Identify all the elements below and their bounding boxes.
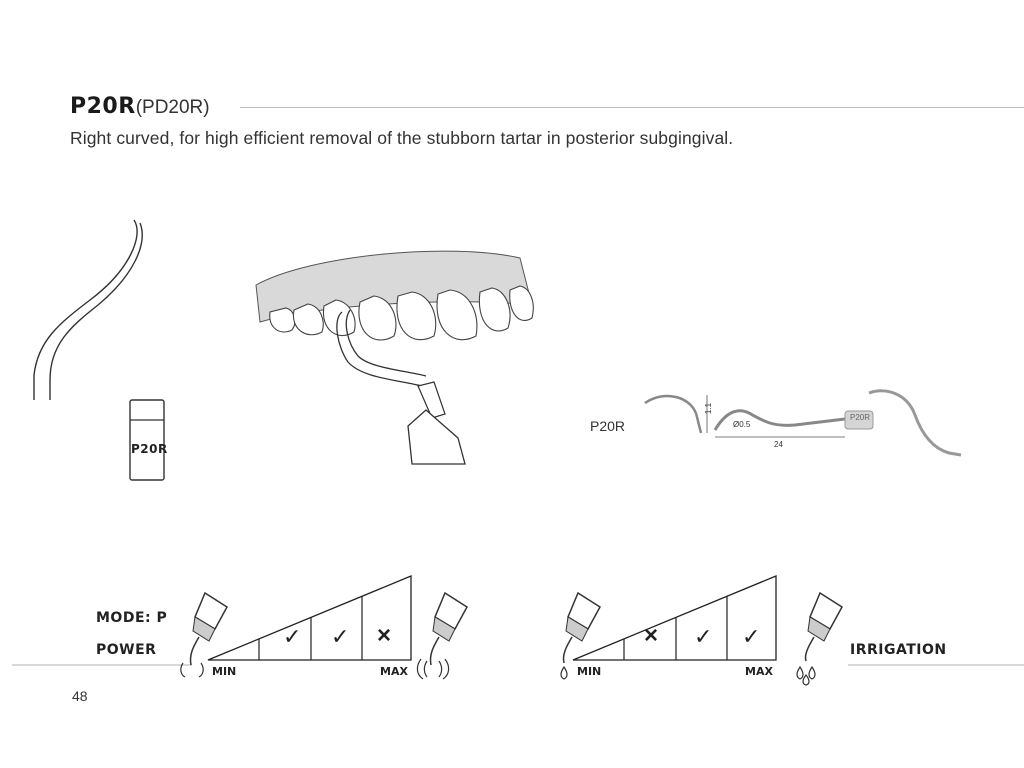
scaler-tip-illustration	[33, 219, 165, 481]
irrigation-max-label: MAX	[745, 665, 773, 678]
product-model: P20R	[70, 94, 136, 119]
dimension-drawing	[644, 389, 962, 457]
irrigation-level-3: ✓	[694, 624, 713, 649]
teeth-illustration	[255, 250, 534, 465]
power-level-2: ✓	[283, 624, 302, 649]
power-min-label: MIN	[212, 665, 237, 678]
power-label: POWER	[96, 642, 157, 658]
dimension-diameter: Ø0.5	[733, 420, 751, 429]
bottom-rule-left	[12, 664, 192, 666]
dimension-length: 24	[774, 440, 783, 449]
power-level-3: ✓	[331, 624, 350, 649]
dimension-height: 1.1	[704, 402, 714, 415]
tip-engraving: P20R	[131, 442, 168, 456]
irrigation-label: IRRIGATION	[850, 642, 947, 658]
product-description: Right curved, for high efficient removal…	[70, 128, 734, 148]
product-variant: (PD20R)	[135, 97, 210, 118]
handpiece-icon-high-power	[416, 591, 468, 680]
bottom-rule-right	[848, 664, 1024, 666]
dimension-engraving: P20R	[850, 413, 871, 422]
power-max-label: MAX	[380, 665, 408, 678]
handpiece-icon-high-water	[796, 591, 843, 686]
mode-label: MODE: P	[96, 610, 168, 626]
page-number: 48	[72, 688, 88, 704]
product-header: P20R(PD20R)	[70, 94, 210, 119]
handpiece-icon-low-water	[560, 591, 601, 680]
irrigation-scale	[572, 575, 777, 661]
header-divider	[240, 107, 1024, 108]
handpiece-icon-low-power	[180, 591, 228, 678]
irrigation-min-label: MIN	[577, 665, 602, 678]
irrigation-level-4: ✓	[742, 624, 761, 649]
dimension-label: P20R	[590, 418, 626, 434]
power-level-4: ×	[377, 622, 392, 649]
irrigation-level-2: ×	[644, 622, 659, 649]
power-scale	[207, 575, 412, 661]
